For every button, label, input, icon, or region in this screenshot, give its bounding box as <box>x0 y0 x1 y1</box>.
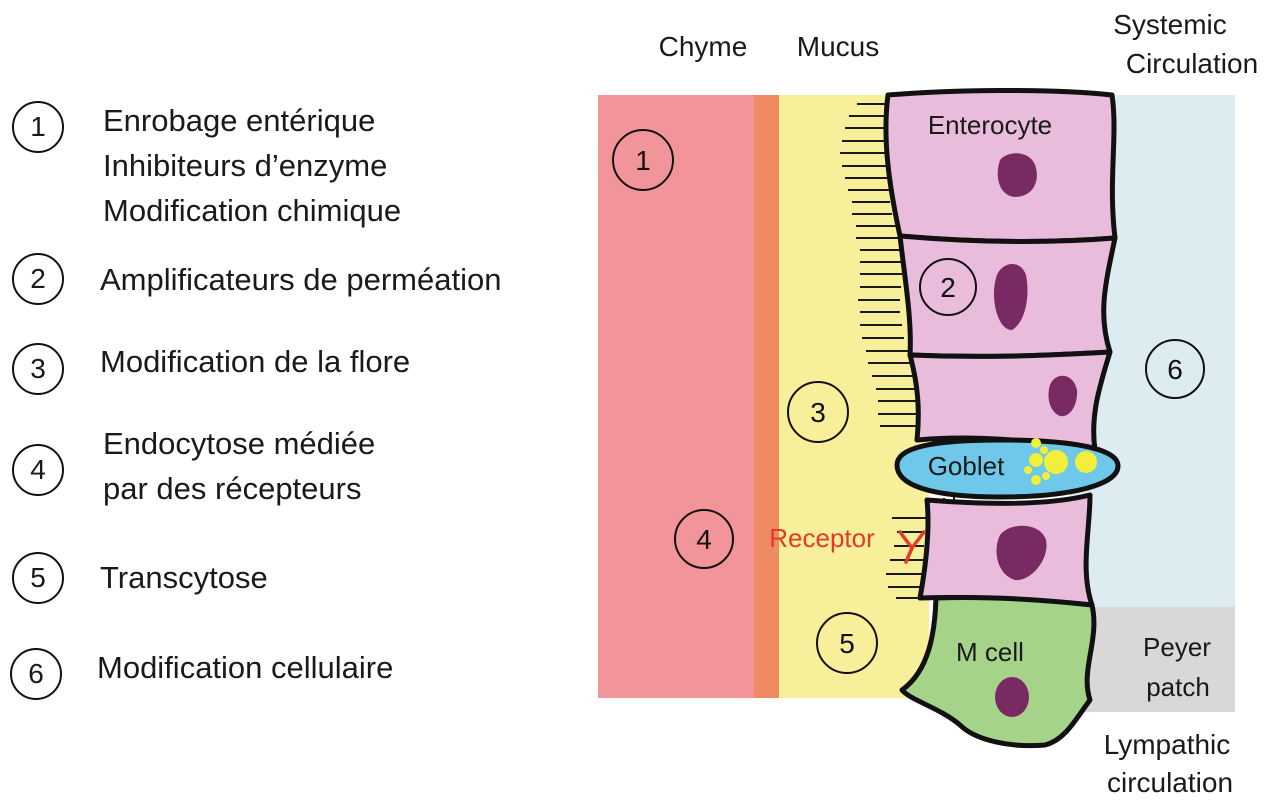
mucus-label: Mucus <box>797 31 879 62</box>
m-cell <box>902 597 1094 745</box>
svg-text:3: 3 <box>810 397 826 428</box>
goblet-label: Goblet <box>928 451 1005 481</box>
lymphatic-label-line1: Lympathic <box>1104 729 1231 760</box>
m-cell-label: M cell <box>956 637 1024 667</box>
systemic-label-line2: Circulation <box>1126 48 1258 79</box>
enterocyte-cell-3 <box>910 352 1110 450</box>
nucleus <box>995 677 1029 717</box>
receptor-label: Receptor <box>769 523 875 553</box>
svg-text:4: 4 <box>696 524 712 555</box>
enterocyte-label: Enterocyte <box>928 110 1052 140</box>
lymphatic-label-line2: circulation <box>1107 767 1233 798</box>
peyer-label-line1: Peyer <box>1143 632 1211 662</box>
svg-text:1: 1 <box>635 145 651 176</box>
systemic-label-line1: Systemic <box>1113 9 1227 40</box>
mucus-boundary-zone <box>754 95 779 698</box>
nucleus <box>998 153 1037 197</box>
svg-text:5: 5 <box>839 628 855 659</box>
peyer-label-line2: patch <box>1146 672 1210 702</box>
svg-text:6: 6 <box>1167 354 1183 385</box>
chyme-label: Chyme <box>659 31 748 62</box>
svg-text:2: 2 <box>940 272 956 303</box>
chyme-zone <box>598 95 754 698</box>
